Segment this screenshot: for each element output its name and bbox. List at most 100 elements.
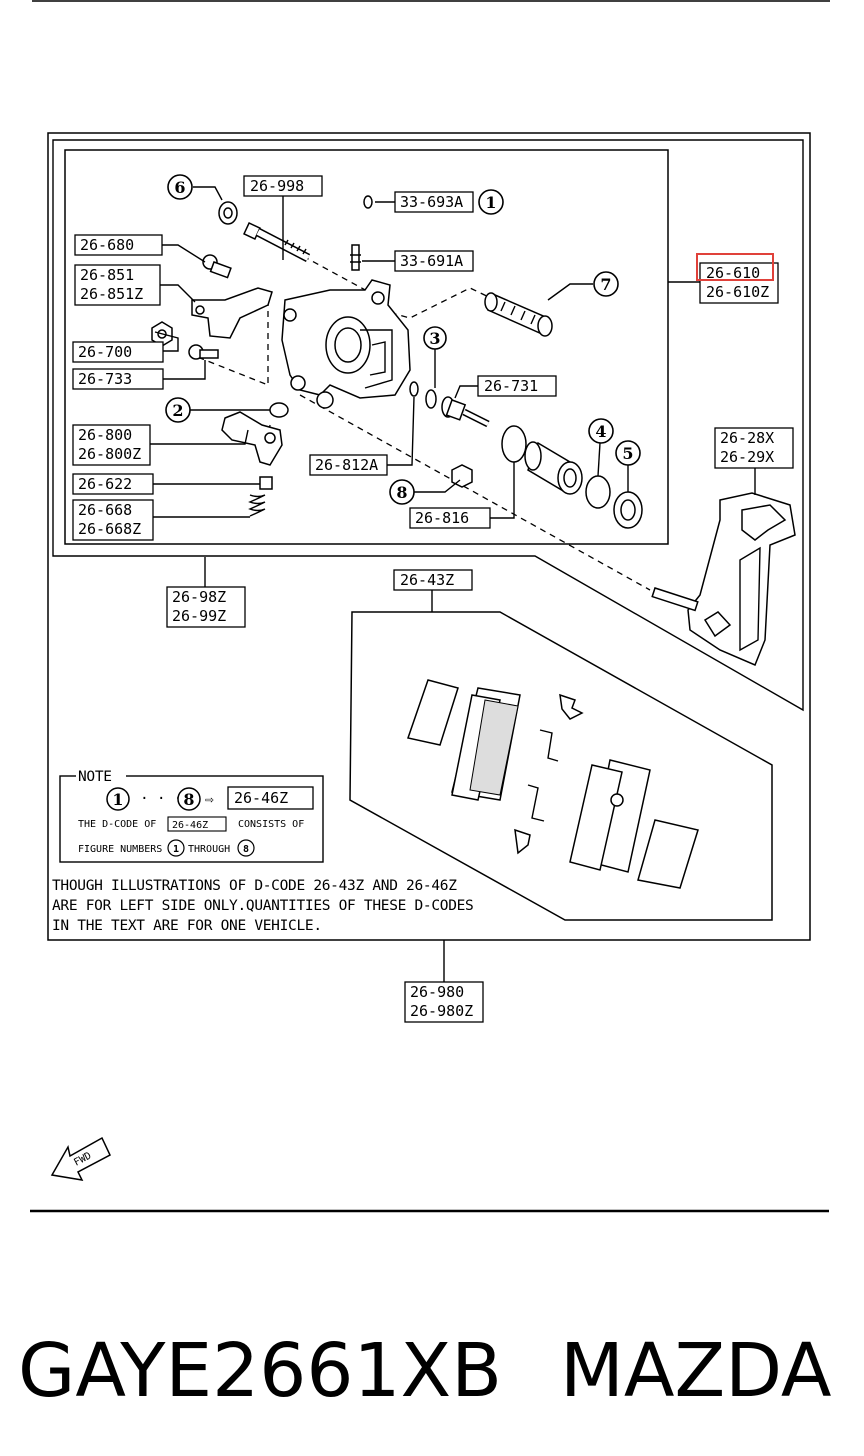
callout-4: 4 [588, 418, 614, 444]
lever-icon [221, 411, 283, 466]
part-label-26800[interactable]: 26-800 26-800Z [72, 424, 151, 466]
svg-text:26-812A: 26-812A [315, 456, 378, 474]
pin-icon [409, 381, 419, 397]
svg-text:33-691A: 33-691A [400, 252, 463, 270]
guide-bolt-icon [243, 222, 311, 262]
svg-text:26-851Z: 26-851Z [80, 285, 143, 303]
svg-text:26-98Z: 26-98Z [172, 588, 226, 606]
svg-text:26-980Z: 26-980Z [410, 1002, 473, 1020]
svg-text:IN THE TEXT ARE FOR ONE VEHICL: IN THE TEXT ARE FOR ONE VEHICLE. [52, 918, 322, 934]
svg-text:3: 3 [429, 329, 440, 348]
part-label-26733[interactable]: 26-733 [72, 368, 164, 390]
part-label-26668[interactable]: 26-668 26-668Z [72, 499, 154, 541]
callout-6: 6 [167, 174, 193, 200]
part-label-26998[interactable]: 26-998 [243, 175, 323, 197]
part-label-26680[interactable]: 26-680 [74, 234, 163, 256]
part-label-26610[interactable]: 26-610 26-610Z [696, 253, 779, 304]
part-label-2628x[interactable]: 26-28X 26-29X [714, 427, 794, 469]
fwd-arrow-icon: FWD [50, 1136, 111, 1181]
svg-text:26-622: 26-622 [78, 475, 132, 493]
part-label-33691a[interactable]: 33-691A [394, 250, 474, 272]
bolt-icon [202, 254, 232, 279]
caliper-assembly-frame [52, 139, 804, 712]
leader-lines [150, 186, 756, 982]
note-box [59, 775, 324, 863]
svg-text:1: 1 [173, 844, 179, 855]
svg-text:26-700: 26-700 [78, 343, 132, 361]
svg-text:5: 5 [622, 444, 633, 463]
svg-text:26-816: 26-816 [415, 509, 469, 527]
highlight-box [696, 253, 774, 281]
svg-text:7: 7 [600, 275, 611, 294]
bolt-icon [188, 344, 219, 360]
brake-pad-icon [407, 679, 699, 889]
part-label-26622[interactable]: 26-622 [72, 473, 154, 495]
svg-text:26-610: 26-610 [706, 264, 760, 282]
svg-text:26-46Z: 26-46Z [234, 789, 288, 807]
callout-3: 3 [423, 326, 447, 350]
part-label-33693a[interactable]: 33-693A [394, 191, 474, 213]
svg-text:26-46Z: 26-46Z [172, 820, 208, 831]
washer-icon [269, 402, 289, 418]
caliper-parts-box [64, 149, 669, 545]
part-label-2698z[interactable]: 26-98Z 26-99Z [166, 586, 246, 628]
svg-text:26-980: 26-980 [410, 983, 464, 1001]
disclaimer-text: THOUGH ILLUSTRATIONS OF D-CODE 26-43Z AN… [52, 878, 474, 934]
svg-text:26-731: 26-731 [484, 377, 538, 395]
svg-text:THOUGH ILLUSTRATIONS OF D-CODE: THOUGH ILLUSTRATIONS OF D-CODE 26-43Z AN… [52, 878, 457, 894]
note-line-2: FIGURE NUMBERS 1 THROUGH 8 [78, 839, 255, 857]
svg-text:FIGURE NUMBERS: FIGURE NUMBERS [78, 844, 162, 855]
callout-5: 5 [615, 440, 641, 466]
svg-text:26-43Z: 26-43Z [400, 571, 454, 589]
part-label-26731[interactable]: 26-731 [477, 375, 557, 397]
svg-text:26-28X: 26-28X [720, 429, 774, 447]
svg-text:26-610Z: 26-610Z [706, 283, 769, 301]
svg-text:· · ·: · · · [140, 791, 182, 807]
caliper-bracket-icon [651, 492, 796, 666]
svg-text:26-29X: 26-29X [720, 448, 774, 466]
svg-text:33-693A: 33-693A [400, 193, 463, 211]
svg-text:2: 2 [172, 401, 183, 420]
sleeve-icon [484, 292, 553, 337]
o-ring-icon [425, 389, 437, 409]
dust-boot-icon [613, 491, 643, 529]
note-line-1: THE D-CODE OF 26-46Z CONSISTS OF [78, 816, 304, 832]
outer-frame [47, 132, 811, 941]
caliper-body-icon [281, 279, 411, 409]
svg-text:4: 4 [595, 422, 606, 441]
note-title-bg [76, 770, 126, 784]
part-label-26700[interactable]: 26-700 [72, 341, 164, 363]
assembly-line [199, 300, 269, 386]
svg-text:6: 6 [174, 178, 185, 197]
callout-2: 2 [165, 397, 191, 423]
svg-text:THROUGH: THROUGH [188, 844, 230, 855]
bracket-icon [191, 287, 273, 339]
svg-text:26-800Z: 26-800Z [78, 445, 141, 463]
part-label-26980[interactable]: 26-980 26-980Z [404, 981, 484, 1023]
pad-clip-icon [514, 693, 584, 855]
pin-icon [259, 476, 273, 490]
svg-text:CONSISTS OF: CONSISTS OF [238, 819, 304, 830]
assembly-line [299, 394, 651, 591]
svg-text:8: 8 [243, 844, 249, 855]
svg-text:26-800: 26-800 [78, 426, 132, 444]
bleeder-screw-icon [350, 244, 361, 271]
svg-text:26-668: 26-668 [78, 501, 132, 519]
part-label-26812a[interactable]: 26-812A [309, 454, 388, 476]
piston-icon [524, 441, 583, 495]
svg-text:26-99Z: 26-99Z [172, 607, 226, 625]
part-label-2643z[interactable]: 26-43Z [393, 569, 473, 591]
part-label-26816[interactable]: 26-816 [409, 507, 491, 529]
svg-text:26-680: 26-680 [80, 236, 134, 254]
pad-kit-frame [349, 611, 773, 921]
part-label-26851[interactable]: 26-851 26-851Z [74, 264, 161, 306]
spring-icon [248, 494, 266, 517]
svg-text:26-733: 26-733 [78, 370, 132, 388]
svg-text:8: 8 [396, 483, 407, 502]
note-title: NOTE [78, 769, 112, 785]
assembly-line [379, 287, 496, 319]
svg-text:1: 1 [112, 790, 123, 809]
svg-text:⇨: ⇨ [205, 792, 214, 808]
callout-8: 8 [389, 479, 415, 505]
